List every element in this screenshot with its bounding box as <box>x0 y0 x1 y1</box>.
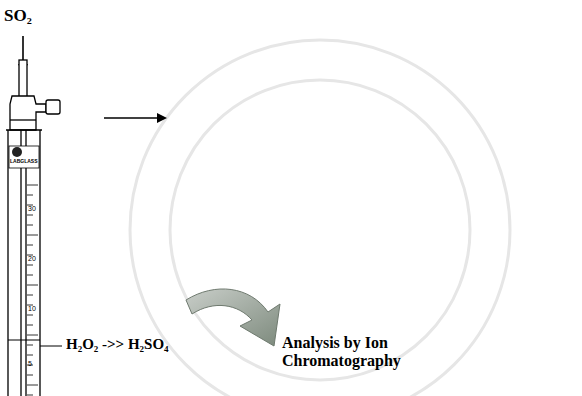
liquid-level <box>8 340 40 341</box>
graduation-tick <box>27 185 38 186</box>
leader-line <box>40 346 62 347</box>
graduation-tick <box>27 295 33 296</box>
brand-logo <box>12 147 22 157</box>
graduation-tick <box>27 275 33 276</box>
graduation-tick <box>27 225 33 226</box>
graduation-tick <box>27 325 33 326</box>
analysis-label: Analysis by Ion Chromatography <box>282 334 442 371</box>
graduation-tick <box>27 235 38 236</box>
graduation-tick <box>27 395 33 396</box>
scale-number: 30 <box>28 205 36 213</box>
graduation-tick <box>27 245 33 246</box>
brand-label: LABGLASS <box>10 159 38 165</box>
reaction-label: H₂O₂ ->> H₂SO₄ <box>66 336 169 353</box>
gas-out-arrow <box>104 117 165 119</box>
scale-number: 5 <box>28 360 32 368</box>
graduation-tick <box>27 285 38 286</box>
graduation-tick <box>27 385 38 386</box>
gas-label: SO₂ <box>4 6 32 26</box>
brand-band <box>9 146 39 168</box>
graduation-tick <box>27 265 33 266</box>
impinger-head <box>10 60 60 130</box>
graduation-tick <box>27 315 33 316</box>
graduation-tick <box>27 195 33 196</box>
graduation-tick <box>27 335 38 336</box>
graduation-tick <box>27 215 33 216</box>
graduation-marks <box>27 185 38 395</box>
watermark-seal <box>130 40 510 396</box>
scale-number: 20 <box>28 255 36 263</box>
graduation-tick <box>27 375 33 376</box>
graduation-tick <box>27 345 33 346</box>
graduation-tick <box>27 355 33 356</box>
scale-number: 10 <box>28 305 36 313</box>
transfer-arrow <box>186 289 280 346</box>
impinger-tube <box>6 130 42 396</box>
